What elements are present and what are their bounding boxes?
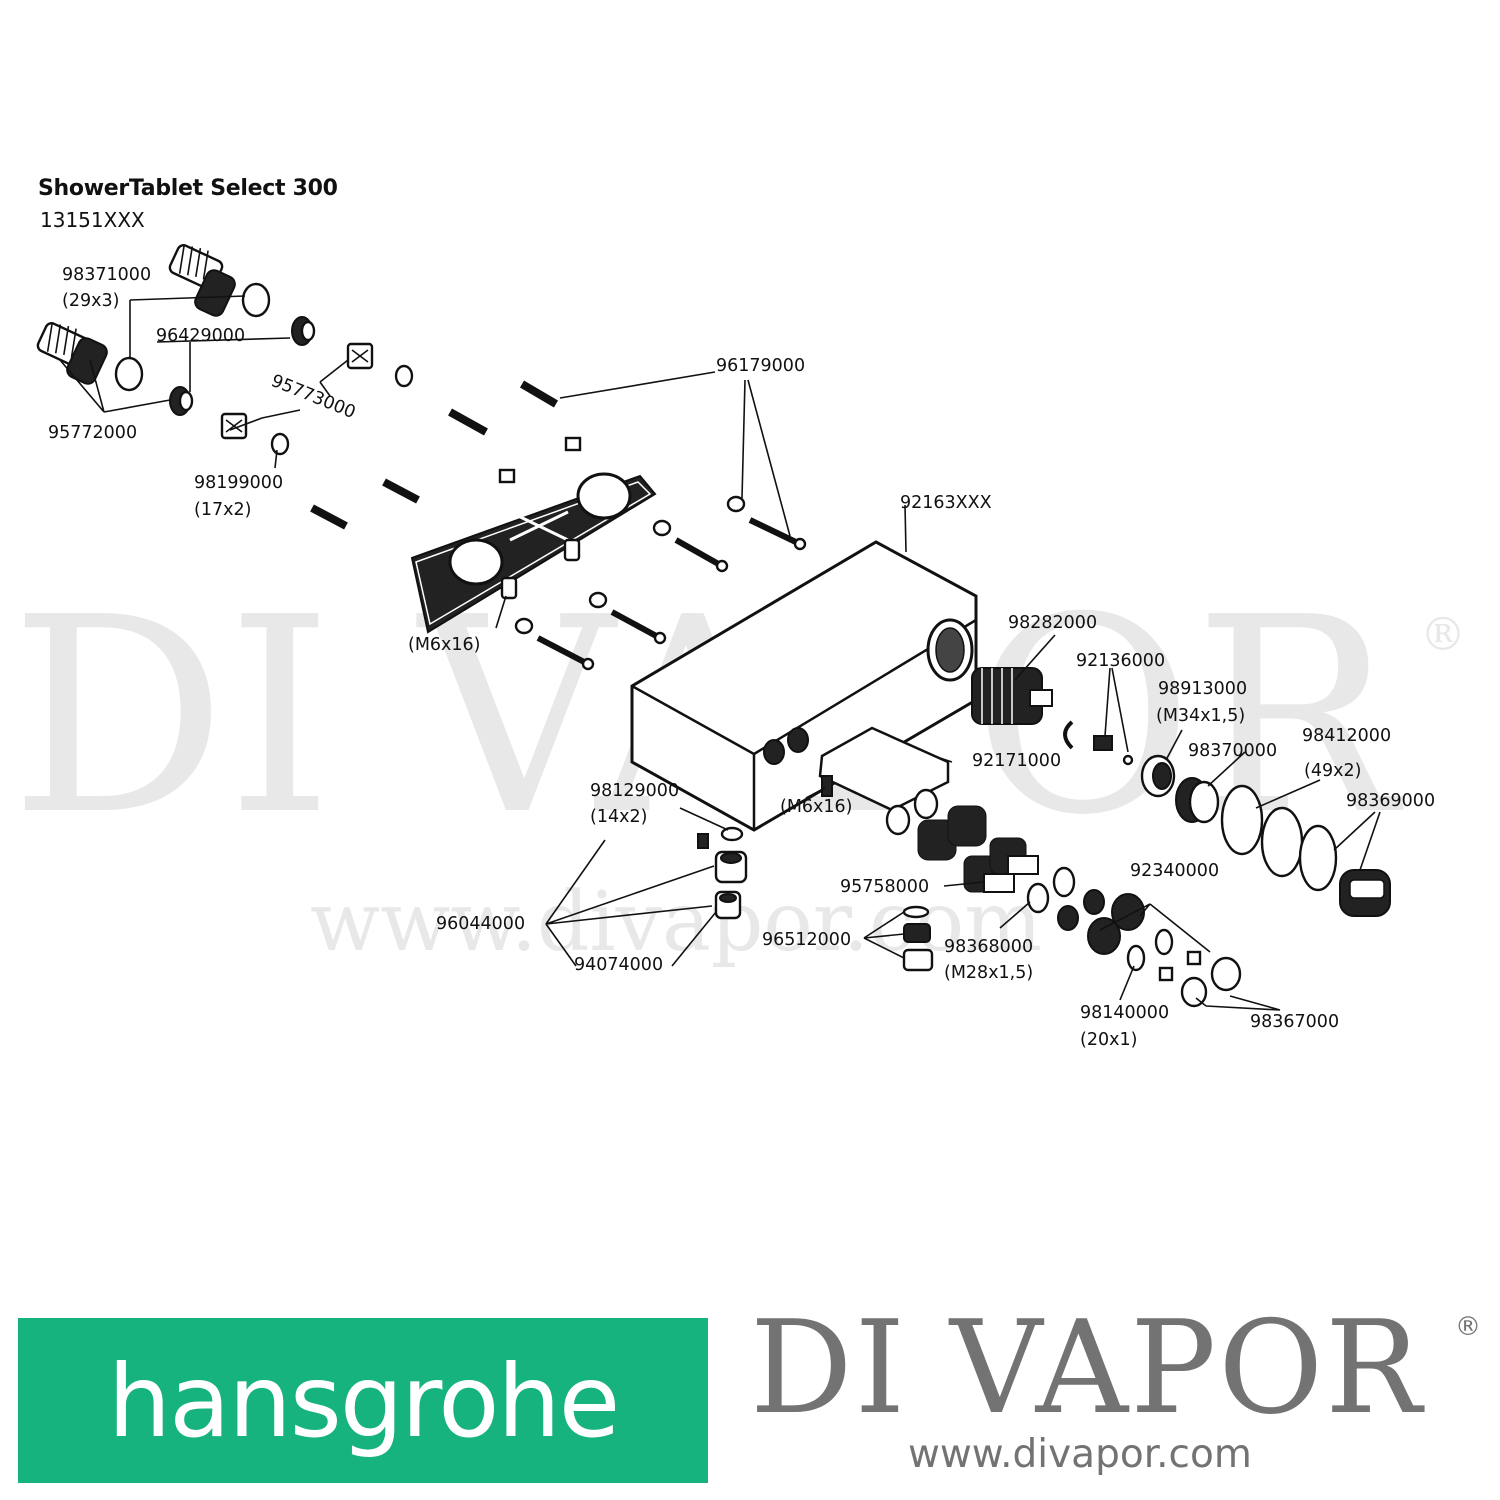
stop-valve-95773000-b bbox=[220, 412, 248, 440]
label-98913000: 98913000 bbox=[1158, 679, 1247, 699]
label-98129000: 98129000 bbox=[590, 781, 679, 801]
screws-short bbox=[310, 380, 559, 530]
label-98367000: 98367000 bbox=[1250, 1012, 1339, 1032]
label-98371000-dim: (29x3) bbox=[62, 291, 119, 311]
label-95773000: 95773000 bbox=[268, 371, 358, 423]
label-96044000: 96044000 bbox=[436, 914, 525, 934]
product-model: 13151XXX bbox=[40, 208, 145, 232]
oring-98371000-a bbox=[241, 282, 271, 318]
spout-92171000 bbox=[818, 726, 950, 812]
stop-valve-95773000-a bbox=[346, 342, 374, 370]
handle-insert-96044000 bbox=[714, 850, 748, 884]
label-95772000: 95772000 bbox=[48, 423, 137, 443]
label-96179000: 96179000 bbox=[716, 356, 805, 376]
oring-98371000-b bbox=[114, 356, 144, 392]
label-98199000-dim: (17x2) bbox=[194, 500, 251, 520]
label-98199000: 98199000 bbox=[194, 473, 283, 493]
label-m6x16-body: (M6x16) bbox=[780, 797, 853, 817]
plate-bolt-a bbox=[563, 538, 581, 562]
grub-screw bbox=[697, 833, 709, 849]
watermark-reg: ® bbox=[1420, 607, 1466, 661]
oring-98412000 bbox=[1220, 784, 1264, 856]
label-98370000: 98370000 bbox=[1188, 741, 1277, 761]
label-98282000: 98282000 bbox=[1008, 613, 1097, 633]
check-valve-96429000-a bbox=[291, 316, 316, 346]
product-title: ShowerTablet Select 300 bbox=[38, 176, 338, 201]
label-98913000-dim: (M34x1,5) bbox=[1156, 706, 1245, 726]
label-98369000: 98369000 bbox=[1346, 791, 1435, 811]
label-94074000: 94074000 bbox=[574, 955, 663, 975]
oring-98369000 bbox=[1298, 824, 1338, 892]
oring-98129000 bbox=[720, 826, 744, 842]
label-92171000: 92171000 bbox=[972, 751, 1061, 771]
label-98412000-dim: (49x2) bbox=[1304, 761, 1361, 781]
label-96429000: 96429000 bbox=[156, 326, 245, 346]
screws-long-96179000 bbox=[536, 517, 807, 671]
adapter-98370000 bbox=[1175, 777, 1220, 824]
divapor-url: www.divapor.com bbox=[908, 1432, 1252, 1477]
inlet-connector-upper bbox=[168, 244, 236, 317]
screw-92136000 bbox=[1122, 754, 1134, 766]
label-98371000: 98371000 bbox=[62, 265, 151, 285]
oring-98199000-a bbox=[394, 364, 414, 388]
label-98412000: 98412000 bbox=[1302, 726, 1391, 746]
label-98140000-dim: (20x1) bbox=[1080, 1030, 1137, 1050]
label-92136000: 92136000 bbox=[1076, 651, 1165, 671]
diverter-group bbox=[885, 788, 1105, 931]
label-m6x16-plate: (M6x16) bbox=[408, 635, 481, 655]
nut-98913000 bbox=[1140, 754, 1176, 798]
watermark: DI VAPOR ® www.divapor.com bbox=[10, 559, 1466, 970]
square-nut-a bbox=[564, 436, 582, 452]
label-98368000: 98368000 bbox=[944, 937, 1033, 957]
thermostat-cartridge-98282000 bbox=[971, 667, 1053, 725]
mounting-plate bbox=[410, 472, 657, 634]
grub-screw-m6x16 bbox=[821, 775, 833, 797]
square-nut-b bbox=[498, 468, 516, 484]
thermostat-body-92163xxx bbox=[630, 540, 978, 832]
handle-adapters-92340000 bbox=[1087, 893, 1202, 982]
handle-insert-94074000 bbox=[714, 890, 742, 920]
ring-98369000 bbox=[1260, 806, 1304, 878]
label-92163xxx: 92163XXX bbox=[900, 493, 992, 513]
label-98140000: 98140000 bbox=[1080, 1003, 1169, 1023]
spring-92136000 bbox=[1093, 735, 1113, 751]
clip bbox=[1063, 720, 1074, 750]
hansgrohe-logo: hansgrohe bbox=[18, 1318, 708, 1483]
label-95758000: 95758000 bbox=[840, 877, 929, 897]
knob-98369000 bbox=[1339, 869, 1391, 917]
label-92340000: 92340000 bbox=[1130, 861, 1219, 881]
hansgrohe-logo-text: hansgrohe bbox=[107, 1343, 621, 1460]
label-98129000-dim: (14x2) bbox=[590, 807, 647, 827]
check-valve-96429000-b bbox=[169, 386, 194, 416]
label-96512000: 96512000 bbox=[762, 930, 851, 950]
caps-98367000 bbox=[1180, 956, 1242, 1008]
label-98368000-dim: (M28x1,5) bbox=[944, 963, 1033, 983]
oring-98199000-b bbox=[270, 432, 290, 456]
washers bbox=[514, 495, 746, 635]
aerator-96512000 bbox=[902, 905, 934, 972]
inlet-connector-lower bbox=[36, 322, 108, 385]
plate-bolt-b bbox=[500, 576, 518, 600]
divapor-registered-mark: ® bbox=[1455, 1312, 1481, 1342]
divapor-logo: DI VAPOR bbox=[750, 1294, 1424, 1443]
leader-lines bbox=[59, 295, 1381, 1011]
